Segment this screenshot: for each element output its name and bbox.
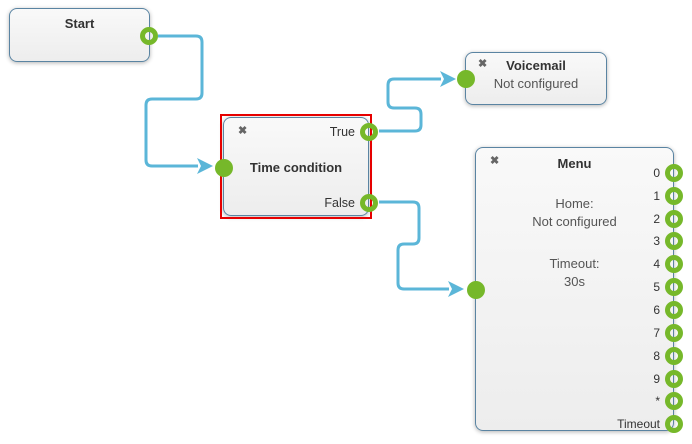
menu-port-row-timeout: Timeout [617, 413, 683, 436]
menu-output-port-4[interactable] [665, 255, 683, 274]
menu-port-label-6: 6 [653, 302, 660, 317]
menu-output-port-3[interactable] [665, 232, 683, 251]
menu-port-row-1: 1 [617, 184, 683, 207]
menu-timeout-value: 30s [564, 273, 585, 289]
menu-output-port-6[interactable] [665, 300, 683, 319]
menu-output-port-7[interactable] [665, 323, 683, 342]
menu-port-label-timeout: Timeout [617, 417, 660, 432]
menu-port-row-5: 5 [617, 276, 683, 299]
voicemail-input-port[interactable] [457, 70, 475, 88]
close-icon[interactable]: ✖ [238, 125, 248, 137]
menu-output-port-timeout[interactable] [665, 415, 683, 434]
menu-port-label-0: 0 [653, 165, 660, 180]
menu-port-label-2: 2 [653, 211, 660, 226]
start-title: Start [64, 16, 95, 31]
menu-port-row-3: 3 [617, 230, 683, 253]
node-time-condition[interactable]: ✖ Time condition True False [215, 114, 378, 219]
menu-port-row-4: 4 [617, 253, 683, 276]
node-start[interactable]: Start [9, 8, 158, 62]
menu-output-port-9[interactable] [665, 369, 683, 388]
node-voicemail[interactable]: ✖ Voicemail Not configured [457, 52, 607, 105]
false-output-port[interactable] [360, 194, 378, 212]
menu-port-row-2: 2 [617, 207, 683, 230]
menu-port-row-star: * [617, 390, 683, 413]
menu-timeout-label: Timeout: [549, 256, 600, 271]
menu-home-label: Home: [555, 196, 594, 211]
arrowhead-time-condition [197, 158, 213, 174]
time-condition-input-port[interactable] [215, 159, 233, 177]
start-output-port[interactable] [140, 27, 158, 45]
menu-port-label-3: 3 [653, 234, 660, 249]
voicemail-status: Not configured [493, 76, 579, 91]
menu-port-label-9: 9 [653, 371, 660, 386]
menu-port-label-5: 5 [653, 280, 660, 295]
connector-false-to-menu[interactable] [379, 200, 449, 291]
close-icon[interactable]: ✖ [478, 58, 488, 70]
menu-port-label-star: * [655, 394, 660, 409]
close-icon[interactable]: ✖ [490, 155, 500, 167]
arrowhead-voicemail [440, 71, 456, 87]
menu-port-label-1: 1 [653, 188, 660, 203]
menu-output-port-1[interactable] [665, 186, 683, 205]
connector-true-to-voicemail[interactable] [379, 77, 441, 133]
menu-input-port[interactable] [467, 281, 485, 299]
menu-title: Menu [557, 156, 592, 171]
menu-port-row-0: 0 [617, 162, 683, 185]
menu-output-port-8[interactable] [665, 346, 683, 365]
menu-port-label-8: 8 [653, 348, 660, 363]
true-port-row: True [330, 123, 378, 141]
menu-home-block: Home: Not configured [476, 195, 673, 230]
true-output-port[interactable] [360, 123, 378, 141]
voicemail-title: Voicemail [506, 58, 566, 73]
menu-port-label-4: 4 [653, 257, 660, 272]
time-condition-title: Time condition [249, 160, 343, 175]
menu-port-label-7: 7 [653, 325, 660, 340]
true-port-label: True [329, 125, 355, 139]
menu-home-value: Not configured [532, 213, 617, 229]
false-port-row: False [324, 194, 378, 212]
menu-port-row-9: 9 [617, 367, 683, 390]
arrowhead-menu [448, 281, 464, 297]
menu-port-row-7: 7 [617, 321, 683, 344]
menu-output-port-star[interactable] [665, 392, 683, 411]
false-port-label: False [324, 196, 355, 210]
menu-port-row-8: 8 [617, 344, 683, 367]
menu-output-port-0[interactable] [665, 163, 683, 182]
menu-port-row-6: 6 [617, 299, 683, 322]
connector-start-to-time-condition[interactable] [144, 34, 204, 168]
node-menu[interactable]: ✖ Menu Home: Not configured Timeout: 30s… [467, 147, 683, 434]
menu-output-port-5[interactable] [665, 278, 683, 297]
menu-timeout-block: Timeout: 30s [476, 255, 673, 290]
menu-output-port-2[interactable] [665, 209, 683, 228]
menu-ports-column: 0 1 2 3 4 5 6 [617, 162, 683, 436]
